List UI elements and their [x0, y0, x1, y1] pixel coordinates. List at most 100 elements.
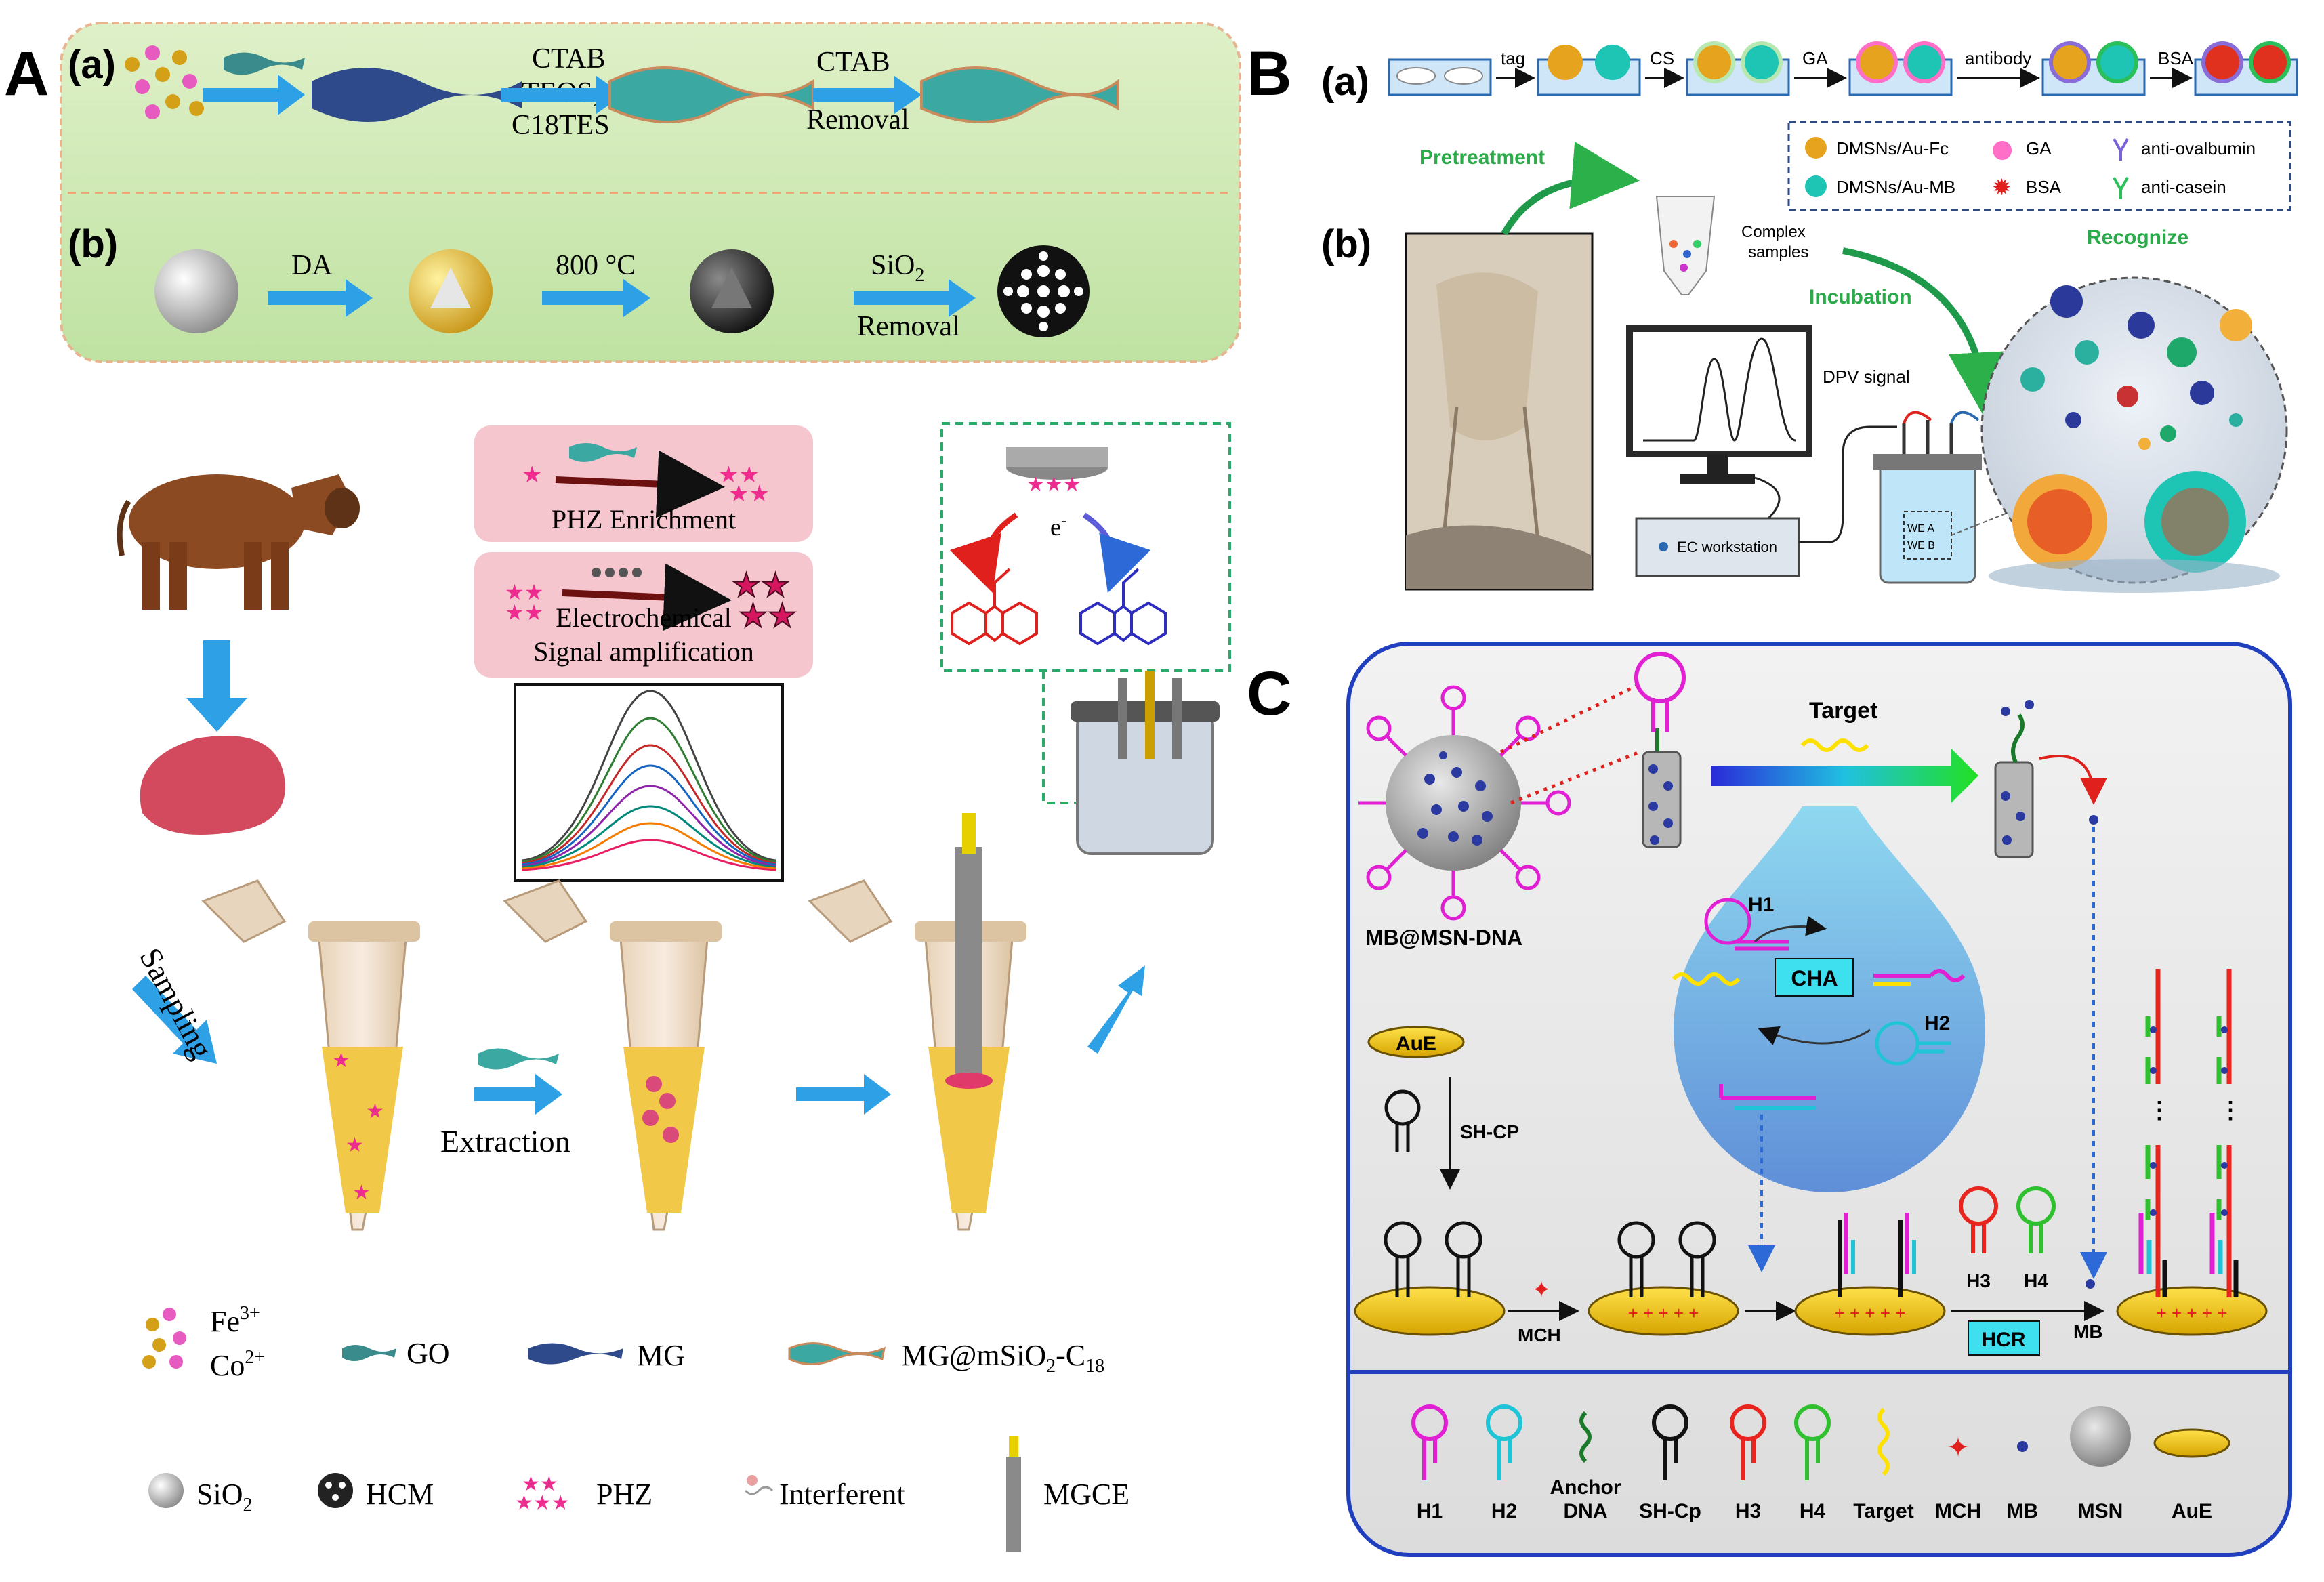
legend-ga: GA — [2026, 138, 2052, 159]
enrichment-label: PHZ Enrichment — [552, 504, 736, 535]
h4-label: H4 — [2024, 1270, 2048, 1291]
electrode-final — [2116, 1286, 2268, 1336]
complex-samples-2: samples — [1748, 243, 1808, 262]
pretreatment-label: Pretreatment — [1419, 146, 1545, 169]
sh-cp-label: SH-CP — [1460, 1121, 1519, 1142]
svg-text:✦: ✦ — [1532, 1277, 1552, 1303]
svg-text:★: ★ — [332, 1049, 350, 1072]
mechanism-box — [940, 422, 1231, 672]
hcr-label: HCR — [1982, 1329, 2026, 1351]
legend-h3: H3 — [1735, 1500, 1761, 1522]
panelA-legend: Fe3+ Co2+ GO MG MG@mSiO2-C18 SiO2 HCM ★★… — [142, 1303, 1129, 1552]
svg-text:+ + + + +: + + + + + — [1628, 1303, 1699, 1323]
panelB-b-label: (b) — [1321, 222, 1371, 266]
legend-sh-cp: SH-Cp — [1639, 1500, 1701, 1522]
legend-mgce: MGCE — [1043, 1478, 1129, 1511]
panelA-b-label: (b) — [68, 222, 118, 266]
legend-h4: H4 — [1800, 1500, 1826, 1522]
svg-text:⋮: ⋮ — [2219, 1098, 2242, 1123]
tube-1: ★★★★ — [201, 879, 420, 1231]
sio2-sphere — [154, 249, 238, 333]
panelA-a-label: (a) — [68, 43, 116, 87]
svg-text:★★: ★★ — [718, 462, 760, 488]
legend-h1: H1 — [1417, 1500, 1443, 1522]
carbon-core — [711, 268, 752, 308]
target-arrow — [1711, 749, 1978, 803]
svg-text:★★: ★★ — [522, 1473, 558, 1495]
blue-arrow-down — [186, 640, 247, 732]
legend-co: Co2+ — [210, 1347, 265, 1382]
svg-text:✹: ✹ — [1992, 175, 2012, 201]
mch-label: MCH — [1518, 1325, 1561, 1346]
legend-go: GO — [407, 1337, 450, 1370]
hcr-box — [1968, 1320, 2040, 1356]
step-removal: Removal — [806, 104, 909, 136]
svg-text:★★: ★★ — [732, 568, 790, 604]
hcr-stack-left: ⋮ — [2138, 969, 2171, 1297]
svg-text:★: ★ — [366, 1100, 384, 1123]
svg-text:+ + + + +: + + + + + — [1835, 1303, 1906, 1323]
dpv-signal-label: DPV signal — [1823, 367, 1910, 387]
aue-disc — [1367, 1026, 1465, 1058]
pretreatment-arrow — [1501, 142, 1640, 236]
complex-samples-1: Complex — [1741, 223, 1806, 241]
pore-capped — [1642, 751, 1682, 848]
phz-stars: ★ ★★ ★★ — [522, 462, 770, 507]
legend-mg: MG — [637, 1339, 685, 1372]
we-a-label: WE A — [1907, 523, 1934, 535]
we-b-label: WE B — [1907, 540, 1935, 551]
ec-workstation-label: EC workstation — [1677, 539, 1777, 556]
legend-h2: H2 — [1491, 1500, 1517, 1522]
legend-fe: Fe3+ — [210, 1303, 260, 1338]
aue-label: AuE — [1396, 1033, 1436, 1055]
step-da: DA — [291, 250, 333, 281]
legend-dmsn-fc: DMSNs/Au-Fc — [1836, 138, 1949, 159]
panelB-legend — [1787, 121, 2291, 211]
signal-label-2: Signal amplification — [533, 636, 754, 667]
svg-text:★★: ★★ — [739, 598, 797, 634]
mb-msn-dna-label: MB@MSN-DNA — [1365, 925, 1522, 950]
legend-hcm: HCM — [366, 1478, 434, 1511]
blue-arrow — [268, 279, 373, 317]
legend-dna: DNA — [1564, 1500, 1608, 1522]
svg-text:★★: ★★ — [728, 481, 770, 507]
panel-C: C MB@MSN-DNA Target — [1247, 642, 2292, 1557]
msn-hairpins — [1358, 685, 1571, 921]
panel-B-letter: B — [1247, 39, 1291, 108]
step-ctab-1: CTAB — [532, 43, 606, 75]
signal-arrow — [562, 563, 732, 631]
monitor — [1626, 325, 1812, 457]
incubation-label: Incubation — [1809, 286, 1912, 308]
step-cs: CS — [1650, 48, 1674, 68]
analyte-spheres — [2020, 285, 2252, 450]
blue-arrow — [501, 76, 623, 114]
svg-text:★: ★ — [346, 1134, 364, 1157]
svg-text:★★★: ★★★ — [1026, 474, 1081, 496]
phz-oxidized-structure — [1079, 568, 1167, 646]
mg-sheet — [312, 68, 522, 122]
electron-label: e- — [1050, 512, 1066, 541]
blue-arrow — [542, 279, 650, 317]
cha-label: CHA — [1791, 966, 1838, 991]
hcr-stack-right: ⋮ — [2209, 969, 2242, 1297]
panel-C-letter: C — [1247, 659, 1291, 728]
pore-open — [1994, 761, 2034, 858]
dpv-curves — [521, 690, 776, 871]
phz-reduced-structure — [951, 568, 1038, 646]
legend-interferent: Interferent — [779, 1478, 905, 1511]
panelB-a-label: (a) — [1321, 60, 1369, 104]
meat-icon — [140, 736, 285, 835]
legend-bsa: BSA — [2026, 177, 2062, 197]
cow-icon — [117, 474, 360, 610]
svg-text:★★★: ★★★ — [515, 1492, 570, 1514]
recognize-label: Recognize — [2087, 226, 2188, 249]
step-800c: 800 °C — [556, 250, 636, 281]
step-tag: tag — [1501, 48, 1525, 68]
svg-text:⋮: ⋮ — [2148, 1098, 2171, 1123]
legend-anti-casein: anti-casein — [2141, 177, 2226, 197]
target-strand — [1800, 738, 1869, 752]
electrode-2 — [1588, 1286, 1739, 1336]
panel-A-letter: A — [4, 39, 49, 108]
step-c18tes: C18TES — [512, 110, 610, 141]
panelC-legend: H1 H2 Anchor DNA SH-Cp H3 H4 Target ✦ MC… — [1411, 1404, 2230, 1522]
